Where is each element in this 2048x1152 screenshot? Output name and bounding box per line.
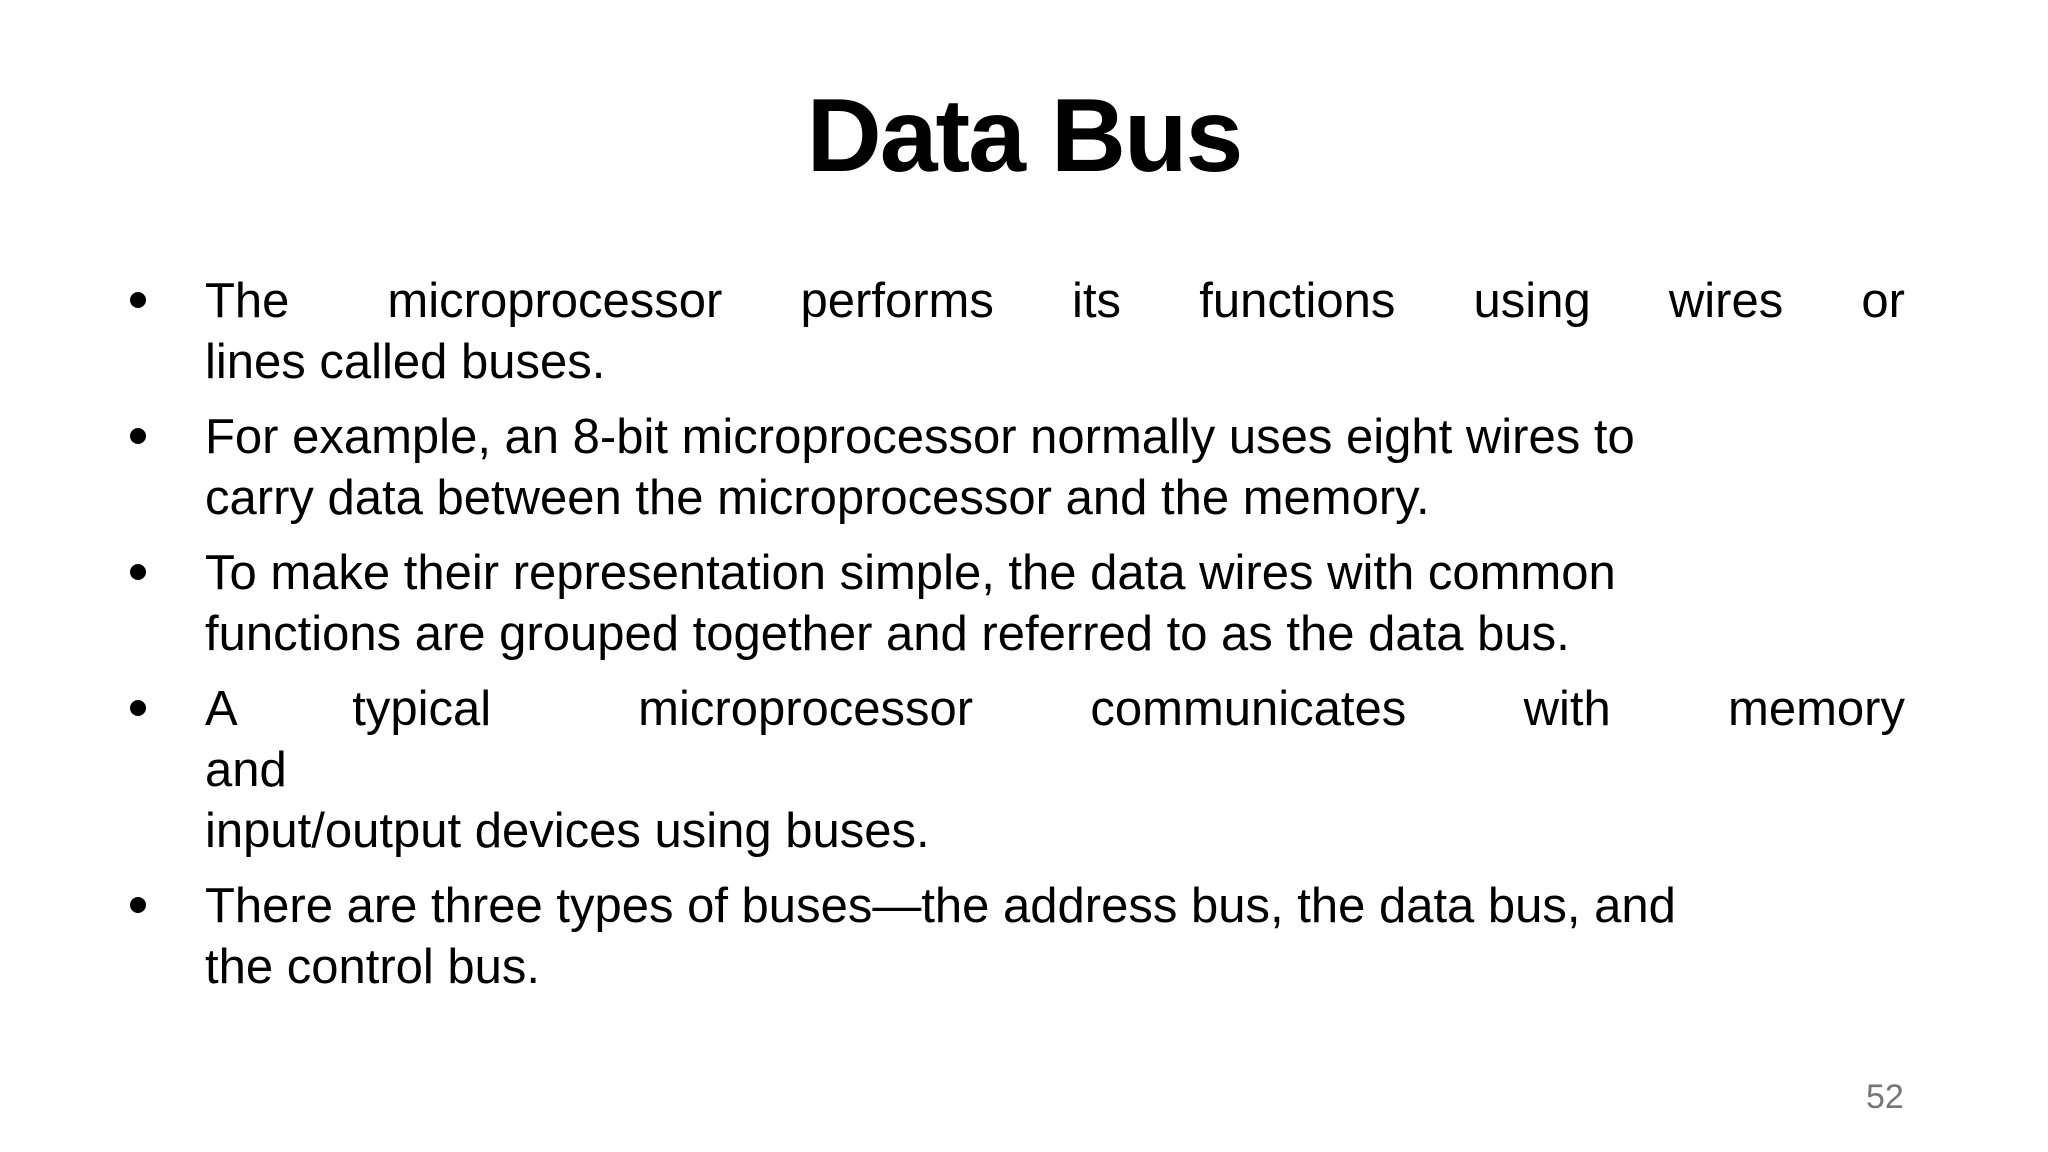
bullet-line: The microprocessor performs its function…: [205, 274, 1905, 328]
bullet-line: the control bus.: [205, 940, 541, 994]
bullet-item: The microprocessor performs its function…: [128, 271, 1905, 393]
bullet-icon: [130, 700, 146, 716]
bullet-item: To make their representation simple, the…: [128, 543, 1905, 665]
bullet-line: functions are grouped together and refer…: [205, 607, 1570, 661]
bullet-line: To make their representation simple, the…: [205, 546, 1616, 600]
bullet-icon: [130, 292, 146, 308]
bullet-list: The microprocessor performs its function…: [128, 271, 1905, 998]
bullet-line: and: [205, 743, 287, 797]
bullet-line: A typical microprocessor communicates wi…: [205, 682, 1905, 736]
page-title: Data Bus: [806, 78, 1244, 194]
bullet-icon: [130, 428, 146, 444]
page-number: 52: [1866, 1078, 1904, 1116]
bullet-line: carry data between the microprocessor an…: [205, 471, 1430, 525]
bullet-line: There are three types of buses—the addre…: [205, 879, 1676, 933]
bullet-icon: [130, 897, 146, 913]
bullet-item: For example, an 8-bit microprocessor nor…: [128, 407, 1905, 529]
bullet-item: A typical microprocessor communicates wi…: [128, 679, 1905, 862]
bullet-line: lines called buses.: [205, 335, 606, 389]
bullet-line: For example, an 8-bit microprocessor nor…: [205, 410, 1635, 464]
bullet-line: input/output devices using buses.: [205, 804, 930, 858]
bullet-item: There are three types of buses—the addre…: [128, 876, 1905, 998]
bullet-icon: [130, 564, 146, 580]
